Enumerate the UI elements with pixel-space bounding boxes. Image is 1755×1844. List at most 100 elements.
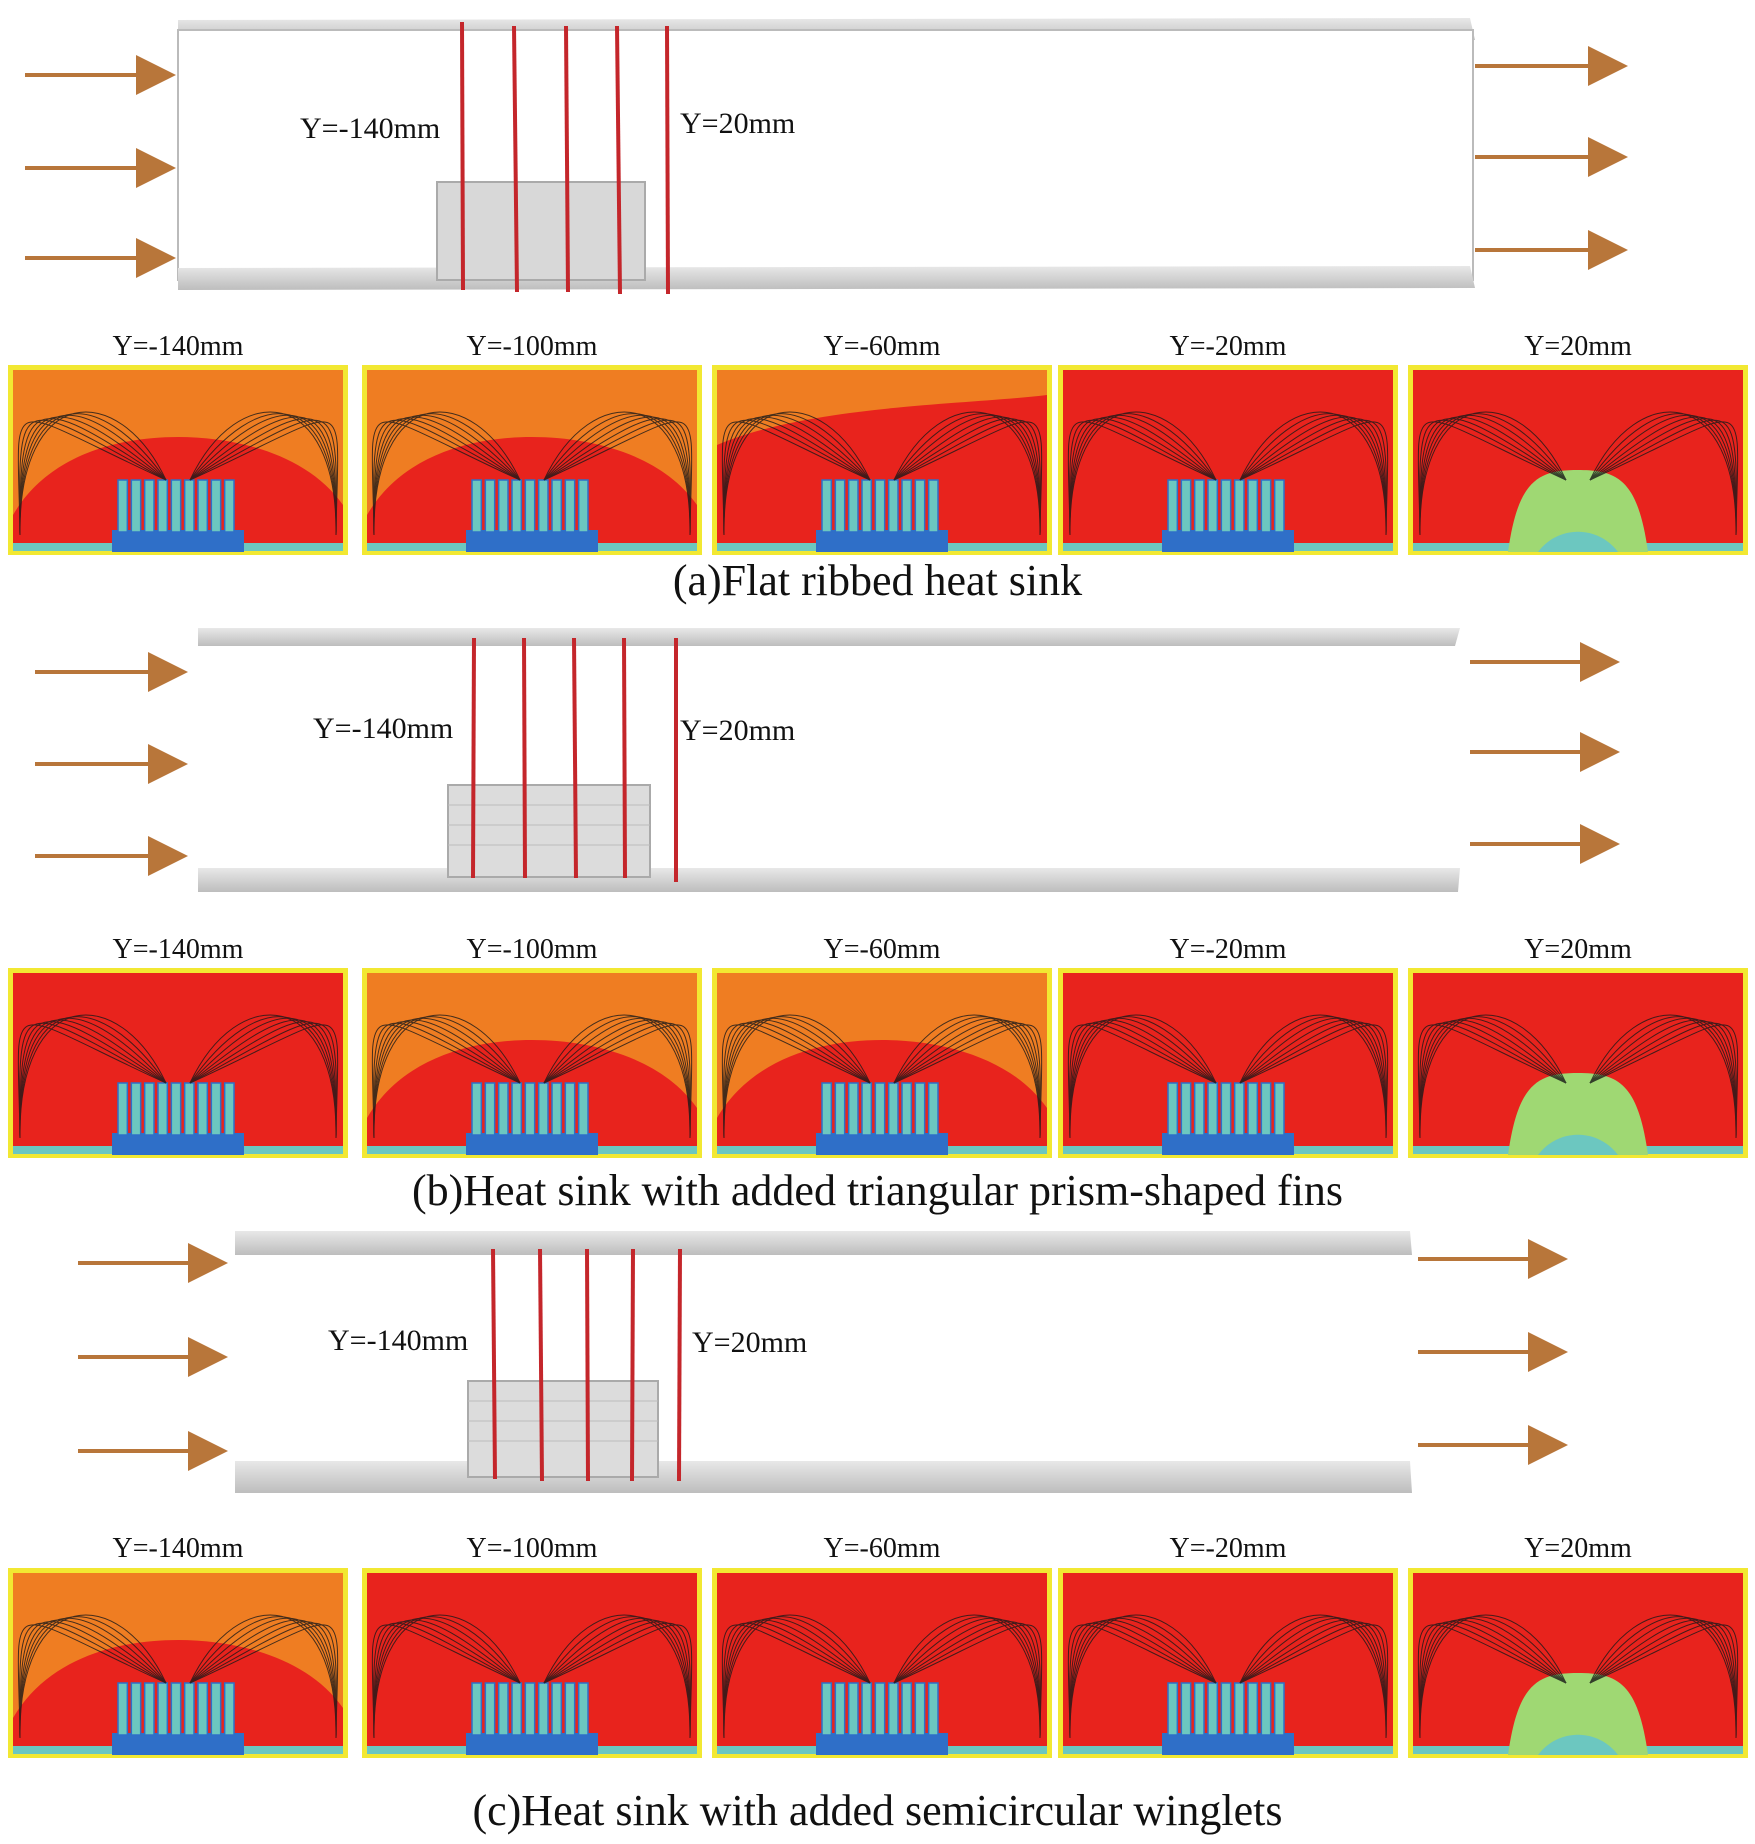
heat-sink-fin bbox=[551, 479, 563, 533]
contour-panel: Y=-140mm bbox=[8, 331, 348, 555]
heat-sink-fin bbox=[537, 1682, 549, 1736]
heat-sink-fin bbox=[927, 1082, 939, 1136]
heat-sink-fin bbox=[874, 479, 886, 533]
contour-warm-region bbox=[367, 973, 697, 1118]
heat-sink-base bbox=[112, 530, 244, 552]
heat-sink-fin bbox=[471, 1682, 483, 1736]
panel-label: Y=-60mm bbox=[824, 331, 941, 362]
heat-sink-fin bbox=[1247, 1682, 1259, 1736]
heat-sink-fin bbox=[511, 479, 523, 533]
heat-sink-fin bbox=[511, 1082, 523, 1136]
heat-sink-fin bbox=[847, 479, 859, 533]
heat-sink-fin bbox=[484, 1082, 496, 1136]
heat-sink-fin bbox=[1193, 479, 1205, 533]
heat-sink-fin bbox=[1180, 1682, 1192, 1736]
wake-core bbox=[1538, 1134, 1618, 1155]
heat-sink-fin bbox=[223, 1082, 235, 1136]
streamlines bbox=[1067, 1014, 1389, 1139]
panel-label: Y=-100mm bbox=[467, 1533, 598, 1564]
heat-sink-fin bbox=[197, 1682, 209, 1736]
heat-sink-fin bbox=[524, 1682, 536, 1736]
flow-arrows-in-a bbox=[25, 55, 176, 278]
heat-sink-fin bbox=[551, 1682, 563, 1736]
heat-sink-fin bbox=[143, 1082, 155, 1136]
heat-sink-fin bbox=[484, 1682, 496, 1736]
heat-sink-fin bbox=[210, 1682, 222, 1736]
heat-sink-fin bbox=[511, 1682, 523, 1736]
streamlines bbox=[1417, 1614, 1739, 1739]
heat-sink-fin bbox=[577, 1082, 589, 1136]
heat-sink-fin bbox=[1220, 479, 1232, 533]
heat-sink-fin bbox=[210, 1082, 222, 1136]
heat-sink-fin bbox=[157, 1082, 169, 1136]
heat-sink-fin bbox=[821, 479, 833, 533]
heat-sink-fin bbox=[130, 479, 142, 533]
heat-sink-fin bbox=[471, 479, 483, 533]
heat-sink-fin bbox=[577, 479, 589, 533]
panel-label: Y=-100mm bbox=[467, 934, 598, 965]
heat-sink-fin bbox=[1260, 1682, 1272, 1736]
heat-sink-base bbox=[112, 1733, 244, 1755]
heat-sink-block-c bbox=[467, 1380, 659, 1478]
heat-sink-fin bbox=[564, 1082, 576, 1136]
flow-arrows-out-a bbox=[1475, 46, 1628, 270]
heat-sink-fin bbox=[564, 479, 576, 533]
heat-sink-fin bbox=[117, 479, 129, 533]
heat-sink-base bbox=[112, 1133, 244, 1155]
heat-sink-fin bbox=[1260, 1082, 1272, 1136]
contour-warm-region bbox=[13, 370, 343, 515]
streamlines bbox=[371, 411, 693, 536]
contour-panel: Y=-60mm bbox=[712, 1533, 1052, 1758]
heat-sink-fin bbox=[484, 479, 496, 533]
heat-sink-fin bbox=[887, 1682, 899, 1736]
flow-arrows-out-b bbox=[1470, 642, 1620, 864]
contour-panel: Y=-20mm bbox=[1058, 1533, 1398, 1758]
section-lines-b bbox=[471, 637, 678, 882]
streamlines bbox=[371, 1614, 693, 1739]
streamlines bbox=[17, 1614, 339, 1739]
heat-sink-fin bbox=[210, 479, 222, 533]
streamlines bbox=[1067, 411, 1389, 536]
heat-sink-fin bbox=[1233, 479, 1245, 533]
heat-sink-fin bbox=[887, 479, 899, 533]
heat-sink-base bbox=[466, 1733, 598, 1755]
contour-panel: Y=-20mm bbox=[1058, 934, 1398, 1158]
heat-sink-fin bbox=[170, 479, 182, 533]
heat-sink-base bbox=[816, 1733, 948, 1755]
heat-sink-fin bbox=[1167, 1682, 1179, 1736]
contour-panel: Y=20mm bbox=[1408, 331, 1748, 555]
heat-sink-base bbox=[816, 530, 948, 552]
heat-sink-base bbox=[1162, 1133, 1294, 1155]
heat-sink-fin bbox=[577, 1682, 589, 1736]
heat-sink-fin bbox=[130, 1682, 142, 1736]
heat-sink-fin bbox=[223, 1682, 235, 1736]
heat-sink-fin bbox=[143, 479, 155, 533]
heat-sink-fin bbox=[901, 479, 913, 533]
contour-warm-region bbox=[13, 1573, 343, 1718]
heat-sink-fin bbox=[1247, 479, 1259, 533]
heat-sink-fin bbox=[497, 479, 509, 533]
flow-arrows-in-c bbox=[78, 1243, 228, 1471]
heat-sink-fin bbox=[1273, 479, 1285, 533]
heat-sink-fin bbox=[497, 1082, 509, 1136]
flow-arrows-out-c bbox=[1418, 1239, 1568, 1465]
panel-label: Y=-20mm bbox=[1170, 934, 1287, 965]
heat-sink-base bbox=[1162, 1733, 1294, 1755]
contour-panel: Y=-140mm bbox=[8, 1533, 348, 1758]
heat-sink-fin bbox=[927, 479, 939, 533]
channel-label-right-a: Y=20mm bbox=[680, 107, 795, 140]
heat-sink-fin bbox=[821, 1082, 833, 1136]
contour-panel: Y=-60mm bbox=[712, 934, 1052, 1158]
heat-sink-fin bbox=[197, 479, 209, 533]
heat-sink-fin bbox=[117, 1082, 129, 1136]
heat-sink-block-b bbox=[447, 784, 651, 878]
contour-warm-region bbox=[717, 370, 1047, 445]
wake-region bbox=[1508, 470, 1648, 552]
heat-sink-fin bbox=[834, 479, 846, 533]
